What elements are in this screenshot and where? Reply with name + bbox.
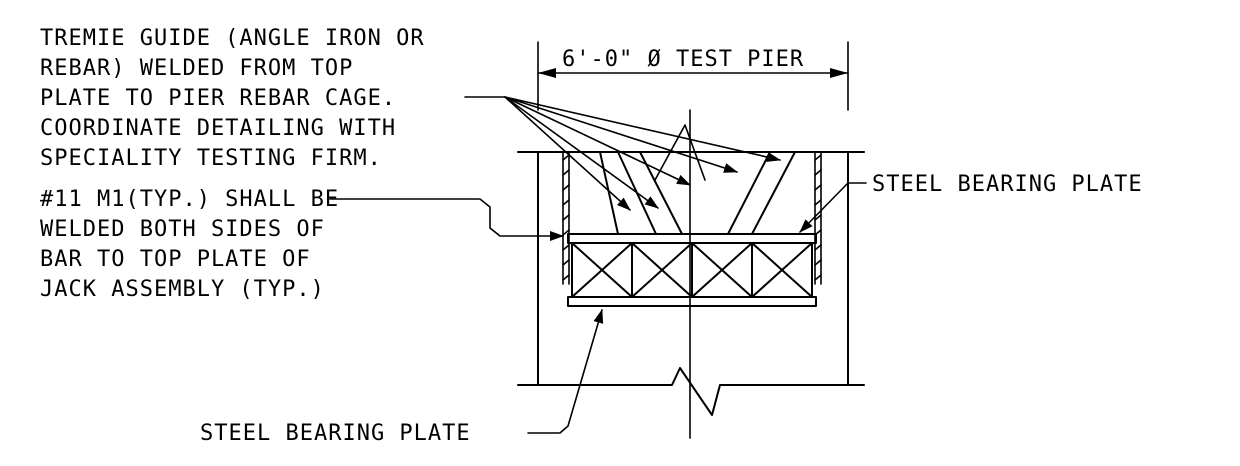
tremie-leader-arrow	[504, 96, 738, 173]
tremie-guide-bar	[727, 151, 771, 235]
steel-plate-right-leader	[799, 182, 849, 233]
tremie-leader-arrow	[504, 96, 631, 211]
jack-assembly	[571, 242, 813, 298]
tremie-guides	[599, 151, 796, 235]
pier-bottom-break-line	[517, 367, 865, 416]
pier-section	[517, 109, 865, 439]
dimension-arrow-left	[538, 68, 556, 78]
tremie-leader-arrow	[504, 96, 691, 186]
bar-weld-note: #11 M1(TYP.) SHALL BE WELDED BOTH SIDES …	[40, 187, 564, 302]
tremie-note-line-3: PLATE TO PIER REBAR CAGE.	[40, 86, 396, 111]
steel-plate-bottom-leader	[527, 309, 604, 434]
steel-plate-bottom-label: STEEL BEARING PLATE	[200, 421, 471, 446]
tremie-note-line-1: TREMIE GUIDE (ANGLE IRON OR	[40, 26, 425, 51]
top-steel-bearing-plate	[567, 233, 817, 244]
tremie-note-line-5: SPECIALITY TESTING FIRM.	[40, 146, 382, 171]
tremie-guide-bar	[599, 151, 619, 235]
steel-plate-right-note: STEEL BEARING PLATE	[799, 172, 1143, 233]
dimension-arrow-right	[830, 68, 848, 78]
steel-plate-bottom-note: STEEL BEARING PLATE	[200, 309, 604, 446]
rebar-cage-left	[562, 151, 570, 285]
tremie-note-line-2: REBAR) WELDED FROM TOP	[40, 56, 353, 81]
tremie-guide-bar	[639, 151, 683, 235]
bar-weld-note-line-3: BAR TO TOP PLATE OF	[40, 247, 311, 272]
bottom-steel-bearing-plate	[567, 296, 817, 307]
bar-weld-note-line-2: WELDED BOTH SIDES OF	[40, 217, 325, 242]
steel-plate-right-label: STEEL BEARING PLATE	[872, 172, 1143, 197]
pier-diameter-dimension: 6'-0" Ø TEST PIER	[537, 41, 849, 111]
tremie-leader-arrow	[504, 96, 781, 162]
centerline-break-symbol	[654, 124, 706, 181]
bar-weld-note-line-4: JACK ASSEMBLY (TYP.)	[40, 277, 325, 302]
bar-weld-note-line-1: #11 M1(TYP.) SHALL BE	[40, 187, 339, 212]
tremie-guide-bar	[751, 151, 796, 235]
tremie-note-line-4: COORDINATE DETAILING WITH	[40, 116, 396, 141]
dimension-label: 6'-0" Ø TEST PIER	[562, 47, 804, 72]
bar-weld-leader	[329, 198, 564, 241]
tremie-guide-note: TREMIE GUIDE (ANGLE IRON OR REBAR) WELDE…	[40, 26, 781, 211]
rebar-cage-right	[814, 151, 822, 285]
tremie-leader-arrow	[504, 96, 659, 209]
